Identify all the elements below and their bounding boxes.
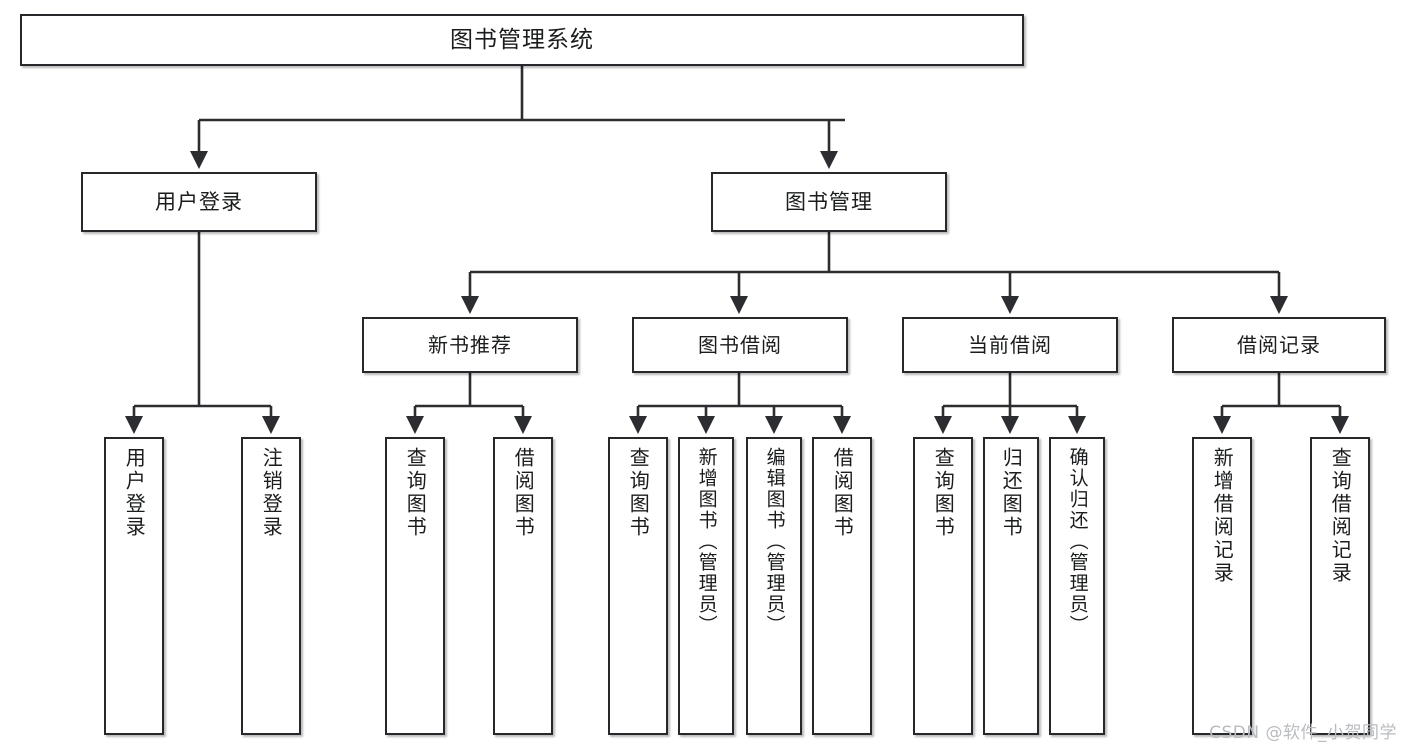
leaf-return-book[interactable]: 归还图书 (983, 437, 1039, 735)
node-label: 查询借阅记录 (1328, 447, 1353, 585)
leaf-query-borrow-record[interactable]: 查询借阅记录 (1310, 437, 1370, 735)
node-book-management-system[interactable]: 图书管理系统 (20, 14, 1024, 66)
node-label: 编辑图书（管理员） (763, 447, 786, 636)
node-label: 查询图书 (403, 447, 428, 539)
node-book-borrow[interactable]: 图书借阅 (632, 317, 848, 373)
csdn-watermark: CSDN @软件_小贺同学 (1209, 723, 1397, 743)
node-label: 图书管理系统 (450, 26, 594, 53)
leaf-add-book-admin[interactable]: 新增图书（管理员） (678, 437, 734, 735)
node-label: 借阅图书 (511, 447, 536, 539)
node-book-management[interactable]: 图书管理 (711, 172, 947, 232)
node-label: 查询图书 (931, 447, 956, 539)
node-label: 图书管理 (785, 189, 873, 214)
node-borrow-record[interactable]: 借阅记录 (1172, 317, 1386, 373)
node-label: 新增借阅记录 (1210, 447, 1235, 585)
node-label: 用户登录 (122, 447, 147, 539)
leaf-edit-book-admin[interactable]: 编辑图书（管理员） (746, 437, 802, 735)
node-user-login[interactable]: 用户登录 (81, 172, 317, 232)
node-label: 用户登录 (155, 189, 243, 214)
leaf-logout[interactable]: 注销登录 (241, 437, 301, 735)
leaf-query-book-current[interactable]: 查询图书 (913, 437, 973, 735)
node-label: 图书借阅 (698, 332, 782, 357)
node-label: 新增图书（管理员） (695, 447, 718, 636)
node-label: 借阅图书 (830, 447, 855, 539)
leaf-confirm-return-admin[interactable]: 确认归还（管理员） (1049, 437, 1105, 735)
leaf-borrow-book[interactable]: 借阅图书 (812, 437, 872, 735)
node-label: 新书推荐 (428, 332, 512, 357)
leaf-user-login[interactable]: 用户登录 (104, 437, 164, 735)
node-label: 当前借阅 (968, 332, 1052, 357)
node-current-borrow[interactable]: 当前借阅 (902, 317, 1118, 373)
node-label: 借阅记录 (1237, 332, 1321, 357)
leaf-query-book-recommend[interactable]: 查询图书 (385, 437, 445, 735)
node-label: 查询图书 (626, 447, 651, 539)
leaf-query-book-borrow[interactable]: 查询图书 (608, 437, 668, 735)
leaf-borrow-book-recommend[interactable]: 借阅图书 (493, 437, 553, 735)
node-label: 注销登录 (259, 447, 284, 539)
node-label: 确认归还（管理员） (1066, 447, 1089, 636)
node-label: 归还图书 (999, 447, 1024, 539)
leaf-add-borrow-record[interactable]: 新增借阅记录 (1192, 437, 1252, 735)
node-new-book-recommend[interactable]: 新书推荐 (362, 317, 578, 373)
